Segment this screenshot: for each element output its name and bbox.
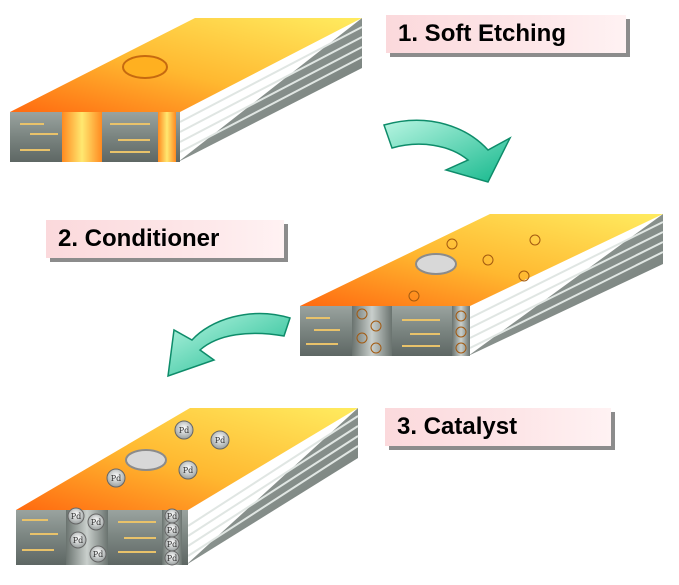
svg-text:Pd: Pd: [111, 474, 122, 483]
step-label-text: 2. Conditioner: [58, 225, 220, 252]
svg-text:Pd: Pd: [167, 512, 178, 521]
svg-text:Pd: Pd: [91, 518, 102, 527]
pd-marker: Pd: [164, 550, 180, 566]
arrow-down-right: [383, 119, 512, 183]
pd-marker: Pd: [67, 507, 85, 525]
board-conditioner: [300, 214, 664, 356]
step-label-catalyst: 3. Catalyst: [385, 408, 611, 446]
step-label-text: 3. Catalyst: [397, 413, 518, 440]
pd-marker: Pd: [87, 513, 105, 531]
svg-text:Pd: Pd: [215, 436, 226, 445]
pd-marker: Pd: [174, 420, 194, 440]
svg-text:Pd: Pd: [73, 536, 84, 545]
pd-markers: Pd Pd Pd Pd Pd Pd Pd Pd: [67, 420, 230, 566]
svg-text:Pd: Pd: [183, 466, 194, 475]
pd-marker: Pd: [210, 430, 230, 450]
step-label-conditioner: 2. Conditioner: [46, 220, 284, 258]
arrow-down-left: [167, 312, 291, 378]
svg-text:Pd: Pd: [71, 512, 82, 521]
pd-marker: Pd: [164, 508, 180, 524]
svg-text:Pd: Pd: [179, 426, 190, 435]
pd-marker: Pd: [106, 468, 126, 488]
svg-text:Pd: Pd: [167, 526, 178, 535]
svg-text:Pd: Pd: [167, 554, 178, 563]
pd-marker: Pd: [89, 545, 107, 563]
pd-marker: Pd: [69, 531, 87, 549]
board-soft-etching: [10, 18, 363, 162]
step-label-soft-etching: 1. Soft Etching: [386, 15, 626, 53]
svg-text:Pd: Pd: [167, 540, 178, 549]
svg-text:Pd: Pd: [93, 550, 104, 559]
pd-marker: Pd: [164, 522, 180, 538]
pd-marker: Pd: [164, 536, 180, 552]
pd-marker: Pd: [178, 460, 198, 480]
step-label-text: 1. Soft Etching: [398, 20, 566, 47]
